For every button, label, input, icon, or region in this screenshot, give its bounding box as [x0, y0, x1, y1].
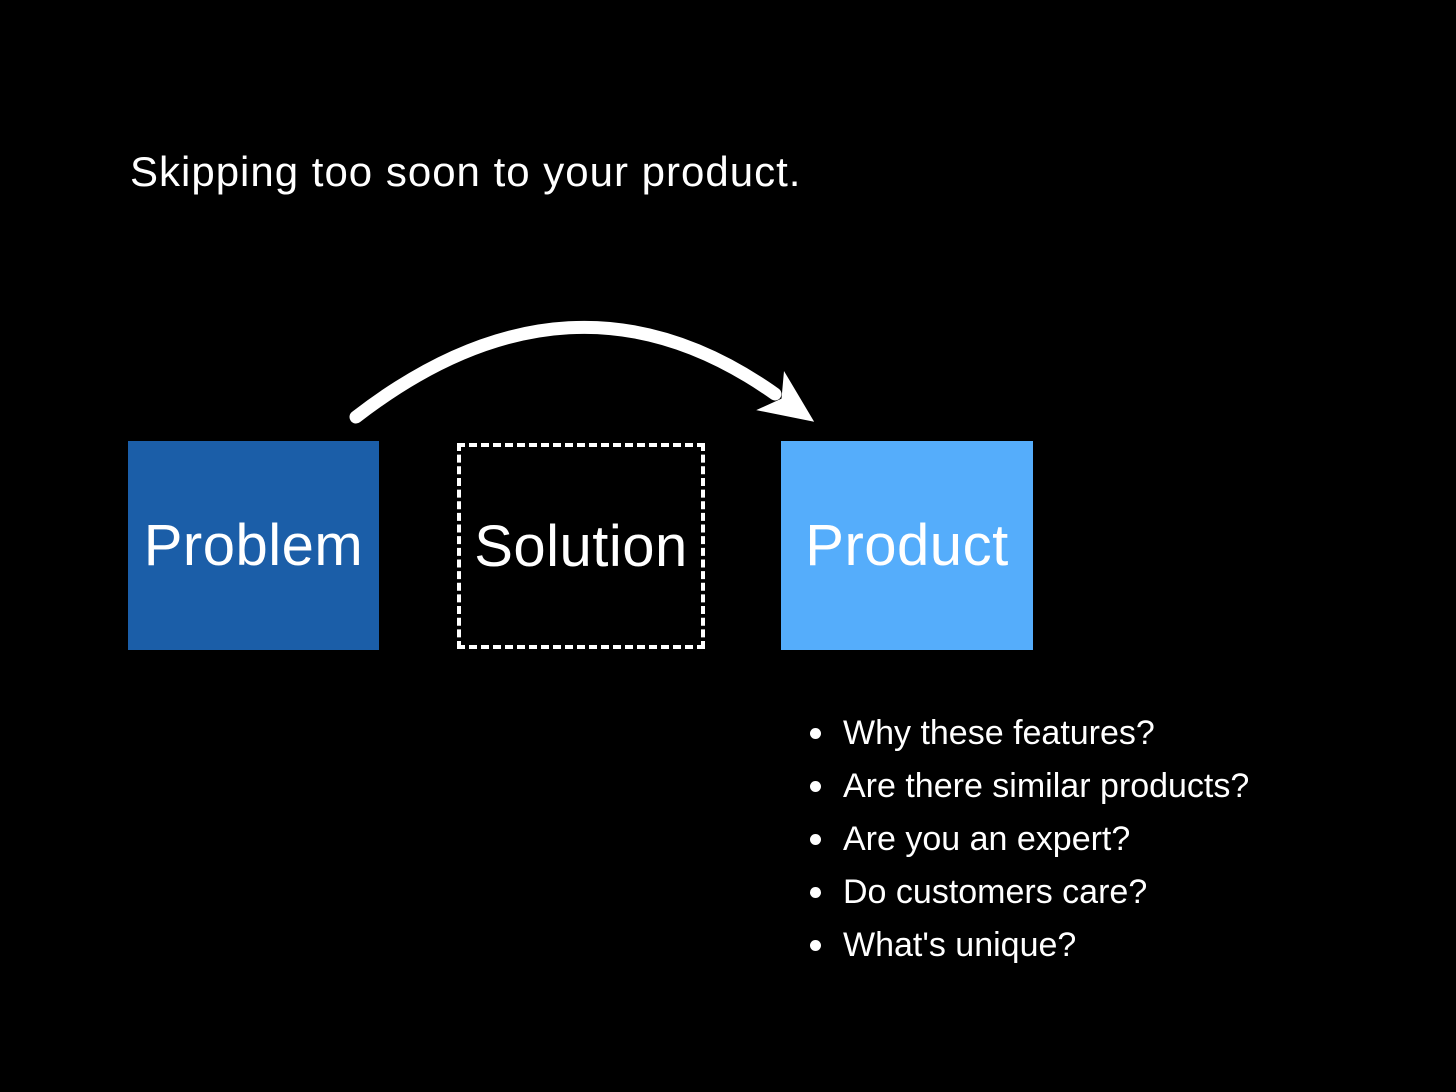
list-item-text: Why these features?	[843, 714, 1155, 752]
list-item-text: Are there similar products?	[843, 767, 1250, 805]
bullet-dot-icon	[810, 728, 821, 739]
list-item-text: Do customers care?	[843, 873, 1148, 911]
list-item-text: What's unique?	[843, 926, 1077, 964]
product-box: Product	[781, 441, 1033, 650]
problem-box: Problem	[128, 441, 379, 650]
problem-box-label: Problem	[143, 513, 364, 578]
list-item-text: Are you an expert?	[843, 820, 1131, 858]
product-questions-list: Why these features? Are there similar pr…	[810, 707, 1249, 972]
list-item: Are there similar products?	[810, 760, 1249, 813]
bullet-dot-icon	[810, 781, 821, 792]
page-title: Skipping too soon to your product.	[130, 148, 802, 195]
list-item: What's unique?	[810, 919, 1249, 972]
product-box-label: Product	[805, 513, 1009, 578]
solution-box: Solution	[457, 443, 705, 649]
bullet-dot-icon	[810, 887, 821, 898]
arrow-curve	[349, 320, 815, 424]
list-item: Do customers care?	[810, 866, 1249, 919]
list-item: Why these features?	[810, 707, 1249, 760]
list-item: Are you an expert?	[810, 813, 1249, 866]
solution-box-label: Solution	[474, 513, 688, 579]
bullet-dot-icon	[810, 834, 821, 845]
bullet-dot-icon	[810, 940, 821, 951]
